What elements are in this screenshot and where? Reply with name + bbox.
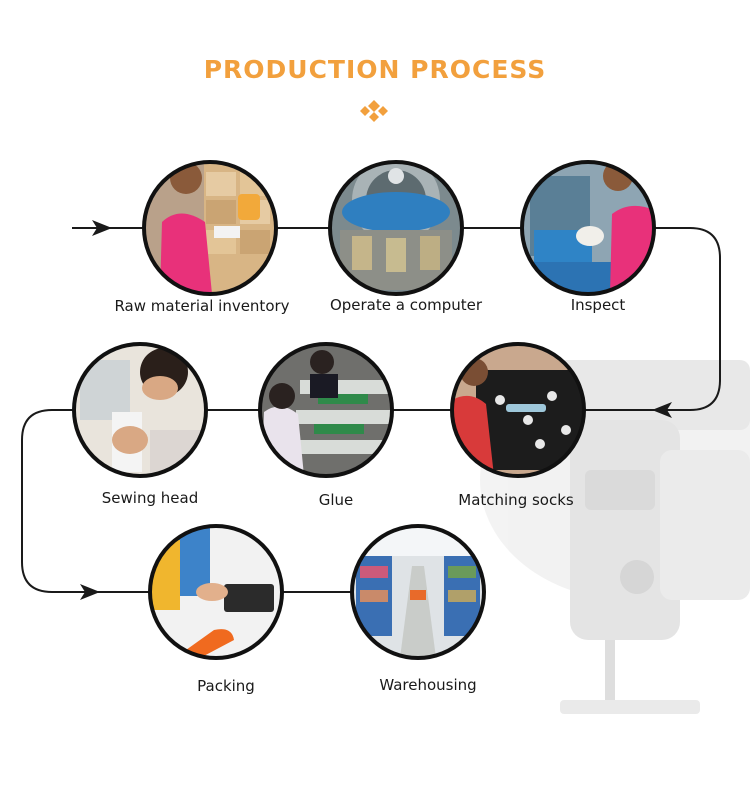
page-title: PRODUCTION PROCESS bbox=[203, 55, 547, 84]
arrow-right-icon bbox=[92, 220, 112, 236]
step-raw-material-inventory bbox=[142, 160, 278, 296]
step-label-operate-a-computer: Operate a computer bbox=[329, 296, 483, 314]
step-warehousing bbox=[350, 524, 486, 660]
diamond-cluster-icon bbox=[360, 100, 388, 122]
flow-arrowheads bbox=[80, 220, 672, 600]
step-sewing-head bbox=[72, 342, 208, 478]
step-label-matching-socks: Matching socks bbox=[458, 491, 574, 509]
step-label-inspect: Inspect bbox=[570, 296, 626, 314]
step-label-raw-material-inventory: Raw material inventory bbox=[114, 297, 290, 315]
step-packing bbox=[148, 524, 284, 660]
step-label-sewing-head: Sewing head bbox=[101, 489, 199, 507]
step-glue bbox=[258, 342, 394, 478]
step-inspect bbox=[520, 160, 656, 296]
step-matching-socks bbox=[450, 342, 586, 478]
step-label-glue: Glue bbox=[318, 491, 354, 509]
step-operate-a-computer bbox=[328, 160, 464, 296]
arrow-right-icon bbox=[80, 584, 100, 600]
arrow-left-icon bbox=[652, 402, 672, 418]
step-label-warehousing: Warehousing bbox=[379, 676, 477, 694]
step-label-packing: Packing bbox=[197, 677, 255, 695]
